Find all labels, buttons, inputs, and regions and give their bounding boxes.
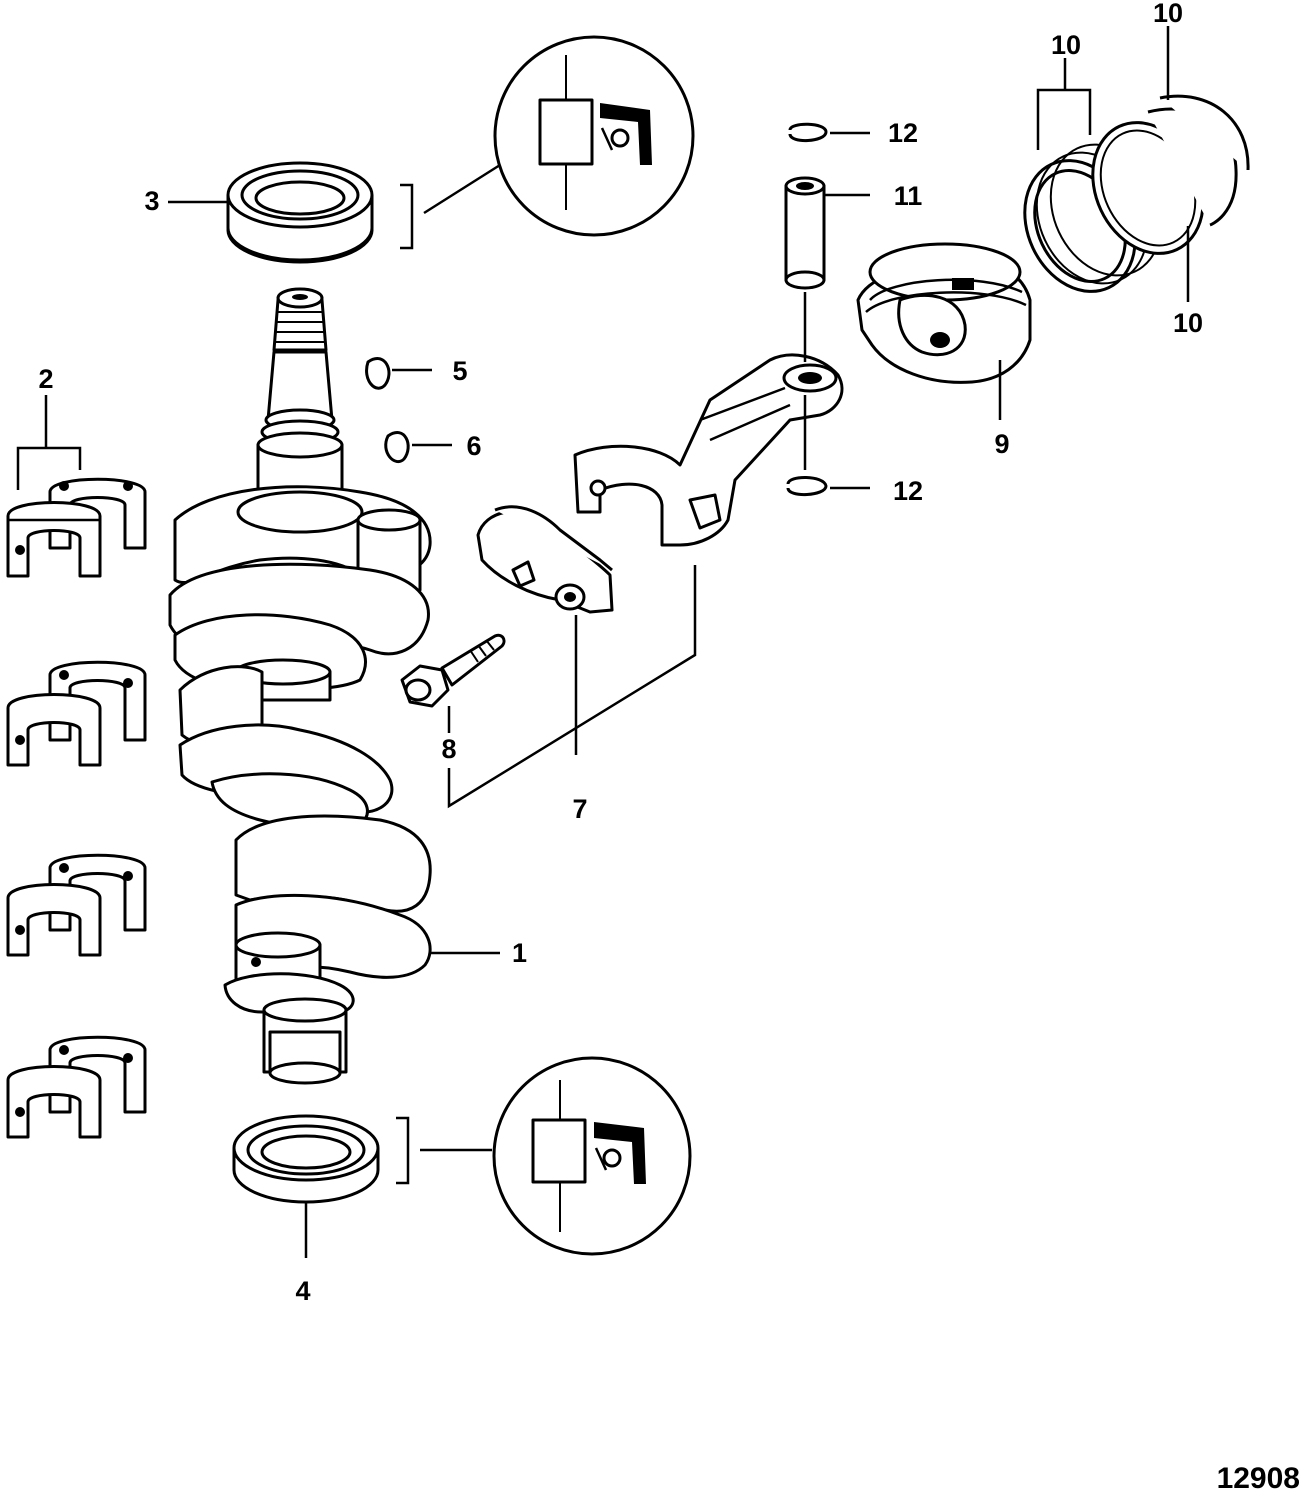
- upper-seal-detail-view: [493, 35, 695, 237]
- callout-5: 5: [452, 356, 467, 386]
- piston: [856, 242, 1032, 384]
- callout-1: 1: [512, 938, 527, 968]
- callout-2: 2: [38, 364, 53, 394]
- bearing-half-3: [6, 853, 147, 957]
- figure-number: 12908: [1217, 1462, 1300, 1495]
- callout-12-bottom: 12: [893, 476, 923, 506]
- piston-pin-retainer-upper: [788, 122, 828, 142]
- connecting-rod: [573, 353, 844, 547]
- woodruff-key-6: [384, 431, 410, 463]
- piston-pin: [784, 176, 826, 290]
- bearing-half-1: [6, 477, 147, 578]
- bearing-half-2: [6, 660, 147, 767]
- callout-12-top: 12: [888, 118, 918, 148]
- crankshaft: [168, 287, 432, 1085]
- callout-11: 11: [894, 181, 923, 211]
- piston-pin-retainer-lower: [786, 476, 828, 496]
- callout-3: 3: [144, 186, 159, 216]
- callout-10-top: 10: [1153, 0, 1183, 28]
- upper-crankshaft-seal: [226, 161, 374, 264]
- callout-8: 8: [441, 734, 456, 764]
- callout-6: 6: [466, 431, 481, 461]
- callout-4: 4: [295, 1276, 310, 1306]
- piston-ring-set: [1023, 94, 1250, 293]
- lower-crankshaft-seal: [232, 1114, 380, 1204]
- connecting-rod-bolt: [400, 633, 506, 708]
- callout-7: 7: [572, 794, 587, 824]
- lower-seal-detail-view: [492, 1056, 692, 1256]
- callout-10-left: 10: [1051, 30, 1081, 60]
- connecting-rod-cap: [476, 505, 614, 614]
- woodruff-key-5: [365, 357, 391, 390]
- callout-9: 9: [994, 429, 1009, 459]
- bearing-half-4: [6, 1035, 147, 1139]
- callout-10-bottom: 10: [1173, 308, 1203, 338]
- main-bearing-set: [6, 477, 147, 1139]
